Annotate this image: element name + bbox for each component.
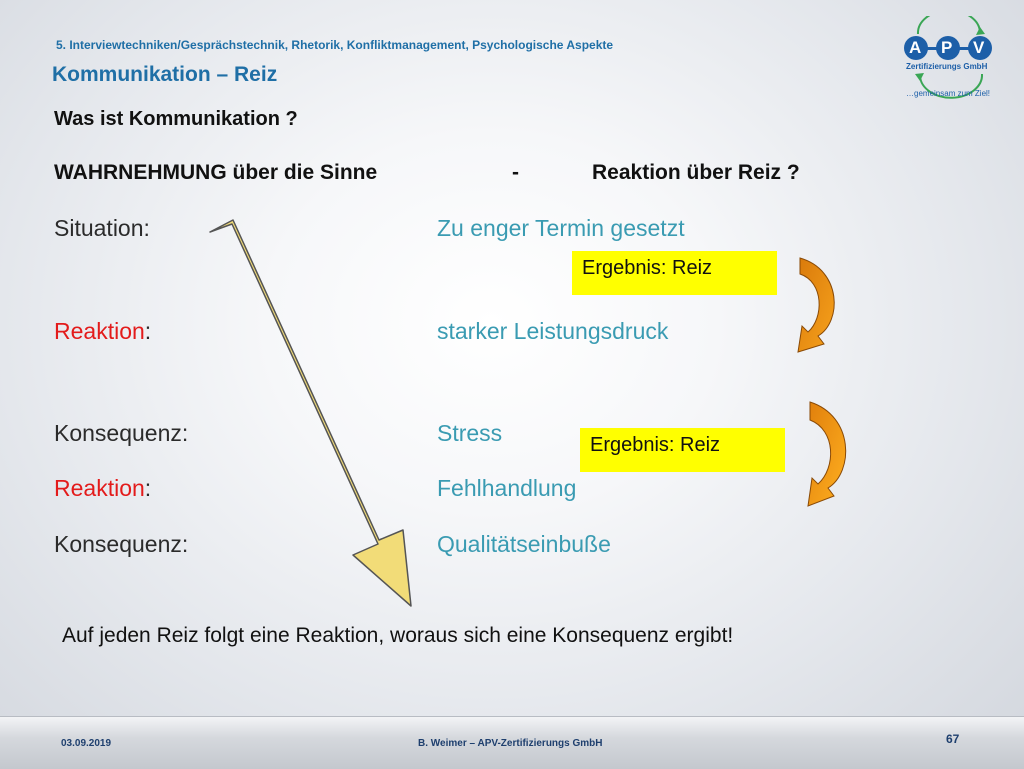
apv-logo: A P V Zertifizierungs GmbH …gemeinsam zu… xyxy=(896,9,1000,100)
footer-author: B. Weimer – APV-Zertifizierungs GmbH xyxy=(418,738,603,749)
conclusion-text: Auf jeden Reiz folgt eine Reaktion, wora… xyxy=(62,624,734,647)
logo-circle-arrows-icon xyxy=(904,9,992,99)
logo-slogan: …gemeinsam zum Ziel! xyxy=(906,89,991,98)
slide-title: Kommunikation – Reiz xyxy=(52,63,278,86)
logo-letter-v: V xyxy=(973,38,985,57)
row-label-text: Konsequenz: xyxy=(54,420,189,446)
row-reaction-value: starker Leistungsdruck xyxy=(437,318,669,344)
logo-letter-a: A xyxy=(909,38,922,57)
heading-separator: - xyxy=(512,161,519,184)
footer-bar xyxy=(0,716,1024,769)
row-consequence-2-label: Konsequenz: xyxy=(54,531,188,558)
page-number: 67 xyxy=(946,732,960,746)
footer-date: 03.09.2019 xyxy=(61,738,112,749)
row-reaction-2-value: Fehlhandlung xyxy=(437,475,577,501)
row-label-text: Situation: xyxy=(54,215,150,241)
row-consequence-2-value: Qualitätseinbuße xyxy=(437,531,611,557)
row-label-red: Reaktion xyxy=(54,475,145,501)
row-label-text: Konsequenz: xyxy=(54,531,189,557)
row-situation-value: Zu enger Termin gesetzt xyxy=(437,215,685,241)
result-box: Ergebnis: Reiz xyxy=(572,251,777,295)
row-label-text: : xyxy=(144,475,152,501)
logo-letter-p: P xyxy=(941,38,953,57)
row-consequence-value: Stress xyxy=(437,420,503,446)
result-box: Ergebnis: Reiz xyxy=(580,428,785,472)
row-reaction-2-label: Reaktion: xyxy=(54,475,151,502)
reaction-heading: Reaktion über Reiz ? xyxy=(592,161,800,184)
curved-down-arrow-icon xyxy=(797,257,835,353)
row-label-red: Reaktion xyxy=(54,318,145,344)
row-reaction-label: Reaktion: xyxy=(54,318,151,345)
curved-down-arrow-icon xyxy=(807,401,847,507)
row-label-text: : xyxy=(144,318,152,344)
question-heading: Was ist Kommunikation ? xyxy=(54,108,298,130)
row-consequence-label: Konsequenz: xyxy=(54,420,188,447)
row-situation-label: Situation: xyxy=(54,215,150,242)
slide-breadcrumb: 5. Interviewtechniken/Gesprächstechnik, … xyxy=(56,38,614,52)
perception-heading: WAHRNEHMUNG über die Sinne xyxy=(54,161,378,184)
logo-company: Zertifizierungs GmbH xyxy=(906,62,988,71)
